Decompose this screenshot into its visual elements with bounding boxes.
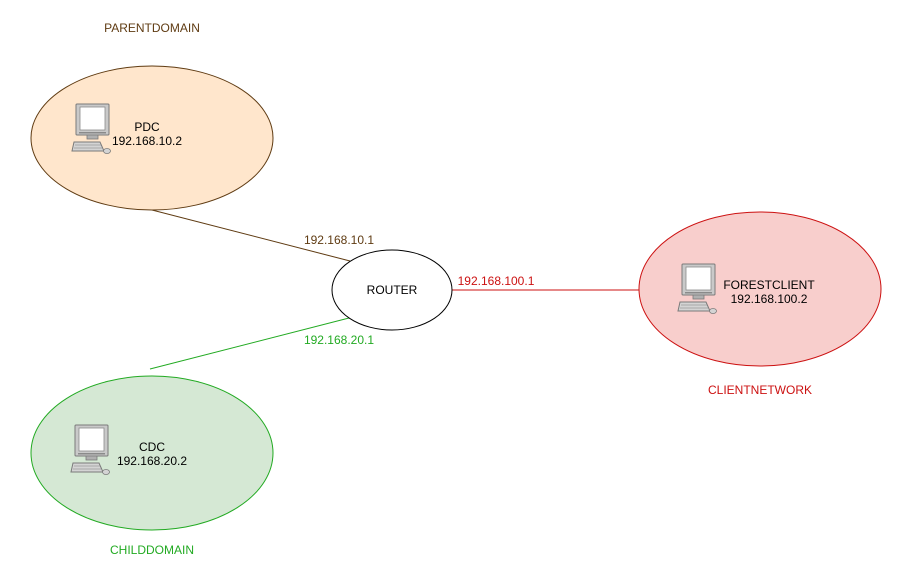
client-network-node[interactable]: FORESTCLIENT 192.168.100.2 bbox=[638, 211, 882, 367]
link-client-ip: 192.168.100.1 bbox=[458, 274, 535, 288]
router-label: ROUTER bbox=[367, 283, 418, 297]
router-ellipse bbox=[331, 249, 453, 331]
child-domain-ellipse bbox=[30, 375, 274, 531]
link-child-ip: 192.168.20.1 bbox=[304, 333, 374, 347]
child-domain-node[interactable]: CDC 192.168.20.2 bbox=[30, 375, 274, 531]
parent-domain-node[interactable]: PDC 192.168.10.2 bbox=[30, 65, 274, 211]
child-domain-label: CHILDDOMAIN bbox=[110, 543, 194, 557]
link-parent-ip: 192.168.10.1 bbox=[304, 233, 374, 247]
client-network-ellipse bbox=[638, 211, 882, 367]
forestclient-ip: 192.168.100.2 bbox=[731, 292, 808, 306]
link-parent-line bbox=[151, 209, 351, 262]
link-child-line bbox=[149, 317, 350, 370]
parent-domain-ellipse bbox=[30, 65, 274, 211]
pdc-name: PDC bbox=[134, 120, 160, 134]
cdc-name: CDC bbox=[139, 440, 165, 454]
pdc-ip: 192.168.10.2 bbox=[112, 134, 182, 148]
parent-domain-label: PARENTDOMAIN bbox=[104, 21, 200, 35]
client-network-label: CLIENTNETWORK bbox=[708, 383, 812, 397]
router-node[interactable]: ROUTER bbox=[331, 249, 453, 331]
cdc-ip: 192.168.20.2 bbox=[117, 454, 187, 468]
forestclient-name: FORESTCLIENT bbox=[723, 278, 815, 292]
